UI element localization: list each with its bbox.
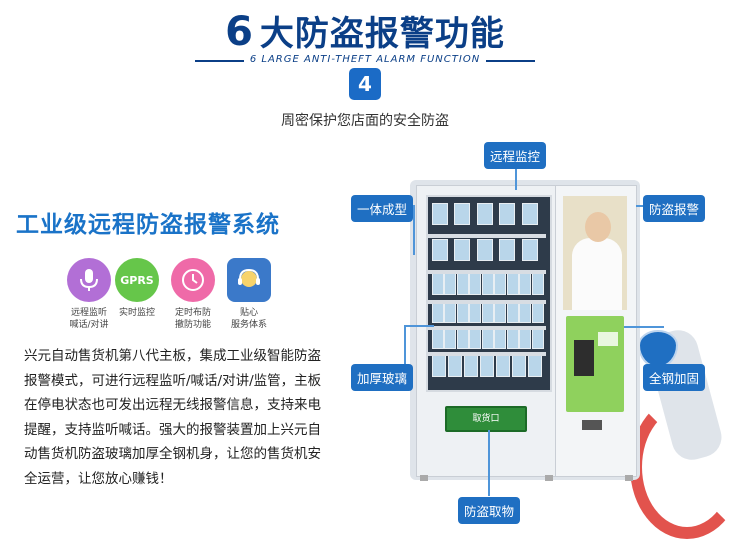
product-item xyxy=(454,203,471,225)
product-item xyxy=(469,327,482,349)
shelf xyxy=(428,300,546,304)
callout-anti-theft-alarm: 防盗报警 xyxy=(643,195,706,222)
screen-person xyxy=(572,238,622,310)
product-item xyxy=(512,355,526,377)
callout-line xyxy=(515,160,517,190)
product-item xyxy=(481,327,494,349)
product-item xyxy=(432,239,448,261)
shelf xyxy=(428,352,546,356)
product-item xyxy=(456,273,469,295)
product-item xyxy=(444,273,457,295)
product-item xyxy=(444,301,457,323)
product-item xyxy=(481,301,494,323)
product-item xyxy=(432,273,444,295)
product-item xyxy=(469,301,482,323)
pickup-port: 取货口 xyxy=(445,406,527,432)
customer-service-icon xyxy=(227,258,271,302)
product-item xyxy=(506,301,519,323)
product-item xyxy=(480,355,494,377)
callout-line xyxy=(413,205,415,255)
coin-slot xyxy=(598,332,618,346)
keypad xyxy=(574,340,594,376)
callout-line xyxy=(636,205,646,207)
product-item xyxy=(476,203,493,225)
shelf xyxy=(428,234,546,238)
callout-anti-theft-pickup: 防盗取物 xyxy=(458,497,521,524)
tagline: 周密保护您店面的安全防盗 xyxy=(281,113,449,129)
callout-steel-body: 全钢加固 xyxy=(643,364,706,391)
screen-person-head xyxy=(585,212,611,242)
callout-line xyxy=(404,325,406,375)
product-item xyxy=(494,301,507,323)
callout-thick-glass: 加厚玻璃 xyxy=(351,364,414,391)
subtitle: 6 LARGE ANTI-THEFT ALARM FUNCTION xyxy=(0,54,730,65)
change-slot xyxy=(582,420,602,430)
section-badge: 4 xyxy=(349,68,381,100)
feature-realtime-monitor: GPRS 实时监控 xyxy=(106,258,168,319)
shelf xyxy=(428,326,546,330)
gprs-icon: GPRS xyxy=(115,258,159,302)
callout-line xyxy=(488,430,490,496)
machine-leg xyxy=(420,475,428,481)
product-item xyxy=(432,301,444,323)
product-item xyxy=(521,203,538,225)
feature-remote-listen: 远程监听喊话/对讲 xyxy=(58,258,120,331)
callout-remote-monitor: 远程监控 xyxy=(484,142,547,169)
feature-service: 贴心服务体系 xyxy=(218,258,280,331)
machine-leg xyxy=(625,475,633,481)
product-item xyxy=(456,301,469,323)
section-heading: 工业级远程防盗报警系统 xyxy=(16,212,280,238)
product-item xyxy=(432,355,446,377)
product-item xyxy=(432,327,444,349)
product-item xyxy=(519,327,532,349)
feature-timed-arm: 定时布防撤防功能 xyxy=(162,258,224,331)
product-item xyxy=(496,355,510,377)
description-text: 兴元自动售货机第八代主板，集成工业级智能防盗报警模式，可进行远程监听/喊话/对讲… xyxy=(24,348,322,487)
product-item xyxy=(464,355,478,377)
product-item xyxy=(481,273,494,295)
product-item xyxy=(476,239,493,261)
callout-one-piece: 一体成型 xyxy=(351,195,414,222)
product-item xyxy=(519,273,532,295)
product-item xyxy=(531,273,544,295)
shelf xyxy=(428,270,546,274)
microphone-icon xyxy=(67,258,111,302)
product-item xyxy=(432,203,448,225)
product-item xyxy=(499,239,516,261)
product-item xyxy=(519,301,532,323)
title-number: 6 xyxy=(225,9,254,55)
product-item xyxy=(521,239,538,261)
product-item xyxy=(456,327,469,349)
clock-icon xyxy=(171,258,215,302)
product-item xyxy=(454,239,471,261)
callout-line xyxy=(404,325,434,327)
product-item xyxy=(528,355,542,377)
machine-glass-window xyxy=(426,195,552,392)
decor-ring xyxy=(630,395,730,539)
product-item xyxy=(444,327,457,349)
machine-leg xyxy=(545,475,553,481)
callout-line xyxy=(624,326,664,328)
product-item xyxy=(469,273,482,295)
product-item xyxy=(531,327,544,349)
product-item xyxy=(494,327,507,349)
product-item xyxy=(531,301,544,323)
product-item xyxy=(506,327,519,349)
title-text: 大防盗报警功能 xyxy=(259,14,505,54)
product-item xyxy=(448,355,462,377)
product-item xyxy=(494,273,507,295)
product-item xyxy=(499,203,516,225)
product-item xyxy=(506,273,519,295)
